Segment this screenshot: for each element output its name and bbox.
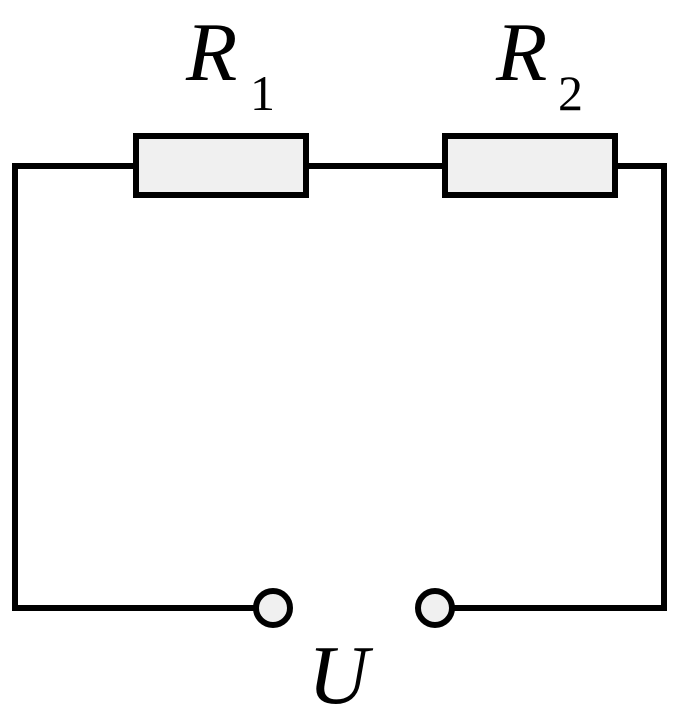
wire-left-loop bbox=[12, 163, 255, 611]
resistor-r1 bbox=[133, 133, 309, 198]
label-source-u: U bbox=[308, 629, 374, 717]
label-source-u-text: U bbox=[308, 629, 374, 717]
label-r2-subscript: 2 bbox=[558, 65, 583, 121]
wire-right-loop bbox=[453, 163, 667, 611]
label-r2-sub: 2 bbox=[558, 65, 583, 121]
terminal-right bbox=[415, 588, 455, 628]
label-r1: R bbox=[185, 6, 237, 99]
resistor-r2 bbox=[442, 133, 618, 198]
terminal-left bbox=[253, 588, 293, 628]
label-r1-symbol: R bbox=[185, 6, 237, 99]
label-r1-sub: 1 bbox=[250, 65, 275, 121]
label-r1-subscript: 1 bbox=[250, 65, 275, 121]
label-r2-symbol: R bbox=[495, 6, 547, 99]
label-r2: R bbox=[495, 6, 547, 99]
wires bbox=[12, 163, 667, 611]
